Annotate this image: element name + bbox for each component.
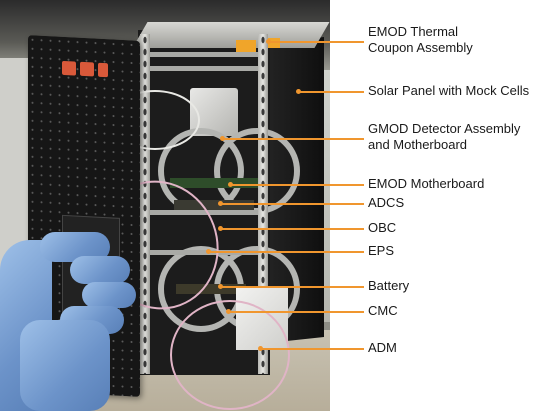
leader-line-emod-mb (230, 184, 364, 186)
leader-line-adcs (220, 203, 364, 205)
label-line: Coupon Assembly (368, 40, 473, 55)
frame-bar (148, 210, 264, 215)
label-line: CMC (368, 303, 398, 318)
label-gmod: GMOD Detector Assembly and Motherboard (368, 121, 520, 153)
label-line: EMOD Thermal (368, 24, 459, 39)
leader-line-emod-thermal (268, 41, 364, 43)
leader-dot (206, 249, 211, 254)
label-solar-panel: Solar Panel with Mock Cells (368, 83, 529, 99)
label-line: ADM (368, 340, 397, 355)
kapton-tape (236, 40, 256, 52)
label-adm: ADM (368, 340, 397, 356)
leader-dot (220, 136, 225, 141)
kapton-tape (268, 38, 280, 48)
leader-line-eps (208, 251, 364, 253)
label-emod-mb: EMOD Motherboard (368, 176, 484, 192)
label-line: and Motherboard (368, 137, 468, 152)
leader-dot (258, 346, 263, 351)
leader-dot (226, 309, 231, 314)
leader-line-adm (260, 348, 364, 350)
leader-dot (218, 201, 223, 206)
label-emod-thermal: EMOD Thermal Coupon Assembly (368, 24, 473, 56)
label-line: EPS (368, 243, 395, 258)
leader-dot (218, 284, 223, 289)
connector-pad (98, 62, 108, 78)
leader-dot (218, 226, 223, 231)
circuit-board (176, 284, 246, 294)
label-line: ADCS (368, 195, 405, 210)
label-line: GMOD Detector Assembly (368, 121, 521, 136)
connector-pad (80, 61, 94, 77)
label-line: Solar Panel with Mock Cells (368, 83, 530, 98)
frame-bar (148, 52, 264, 57)
circuit-board (170, 178, 260, 188)
label-line: EMOD Motherboard (368, 176, 485, 191)
thermal-coupon-top (132, 22, 330, 48)
gloved-hand (82, 282, 136, 308)
leader-line-obc (220, 228, 364, 230)
cable-bundle (170, 300, 290, 410)
label-line: OBC (368, 220, 397, 235)
circuit-board (174, 200, 254, 210)
label-line: Battery (368, 278, 410, 293)
frame-rail-holes (142, 34, 148, 374)
label-adcs: ADCS (368, 195, 404, 211)
label-cmc: CMC (368, 303, 398, 319)
frame-bar (148, 66, 264, 71)
leader-dot (228, 182, 233, 187)
leader-line-solar-panel (298, 91, 364, 93)
label-obc: OBC (368, 220, 396, 236)
label-eps: EPS (368, 243, 394, 259)
leader-line-cmc (228, 311, 364, 313)
leader-dot (296, 89, 301, 94)
gloved-hand (20, 320, 110, 411)
leader-line-battery (220, 286, 364, 288)
leader-line-gmod (222, 138, 364, 140)
leader-dot (266, 39, 271, 44)
gloved-hand (70, 256, 130, 284)
connector-pad (62, 60, 76, 76)
label-battery: Battery (368, 278, 409, 294)
